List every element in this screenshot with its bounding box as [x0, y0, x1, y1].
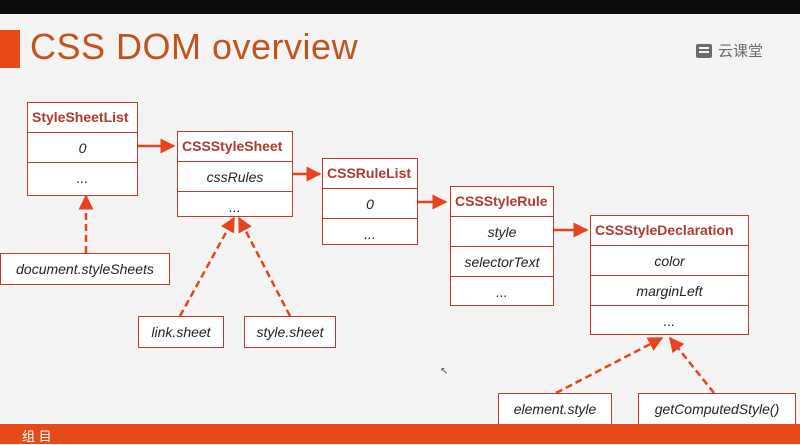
- cssstyledeclaration-header: CSSStyleDeclaration: [591, 216, 748, 246]
- brand-book-icon: [696, 43, 712, 58]
- mouse-cursor-icon: ↖: [440, 366, 449, 377]
- cssstylesheet-row-0: cssRules: [178, 162, 292, 192]
- cssstyledeclaration-row-1: marginLeft: [591, 276, 748, 306]
- slide-title: CSS DOM overview: [30, 26, 359, 67]
- arrow-element-style: [555, 336, 664, 395]
- cssstyledeclaration-box: CSSStyleDeclaration color marginLeft ...: [590, 215, 749, 335]
- stylesheetlist-header: StyleSheetList: [28, 103, 137, 133]
- arrow-get-computed-style: [669, 336, 715, 394]
- arrow-link-sheet: [178, 216, 236, 317]
- cssrulelist-row-0: 0: [323, 189, 417, 219]
- cssstyledeclaration-row-2: ...: [663, 313, 676, 329]
- cssstylerule-row-2: ...: [496, 284, 508, 300]
- window-top-bar: [0, 0, 800, 14]
- element-style-label: element.style: [498, 393, 612, 425]
- brand-logo: 云课堂: [696, 40, 763, 61]
- link-sheet-label: link.sheet: [138, 316, 224, 348]
- cssstylerule-row-0: style: [451, 217, 553, 247]
- stylesheetlist-row-1: ...: [76, 170, 89, 186]
- cssstylesheet-header: CSSStyleSheet: [178, 132, 292, 162]
- cssstylerule-row-1: selectorText: [451, 247, 553, 277]
- cssstylerule-header: CSSStyleRule: [451, 187, 553, 217]
- document-stylesheets-label: document.styleSheets: [0, 253, 170, 285]
- bottom-toolbar-text: 组 目: [22, 429, 52, 444]
- cssstyledeclaration-row-0: color: [591, 246, 748, 276]
- cssrulelist-box: CSSRuleList 0 ...: [322, 158, 418, 245]
- cssstylerule-box: CSSStyleRule style selectorText ...: [450, 186, 554, 306]
- brand-text: 云课堂: [718, 43, 764, 60]
- cssstylesheet-box: CSSStyleSheet cssRules ...: [177, 131, 293, 217]
- cssrulelist-header: CSSRuleList: [323, 159, 417, 189]
- cssstylesheet-row-1: ...: [229, 199, 241, 215]
- stylesheetlist-row-0: 0: [28, 133, 137, 163]
- bottom-toolbar: [0, 424, 800, 444]
- title-accent-bar: [0, 30, 20, 68]
- stylesheetlist-box: StyleSheetList 0 ...: [27, 102, 138, 196]
- cssrulelist-row-1: ...: [364, 226, 376, 242]
- arrow-style-sheet: [237, 216, 292, 317]
- style-sheet-label: style.sheet: [244, 316, 336, 348]
- get-computed-style-label: getComputedStyle(): [638, 393, 796, 425]
